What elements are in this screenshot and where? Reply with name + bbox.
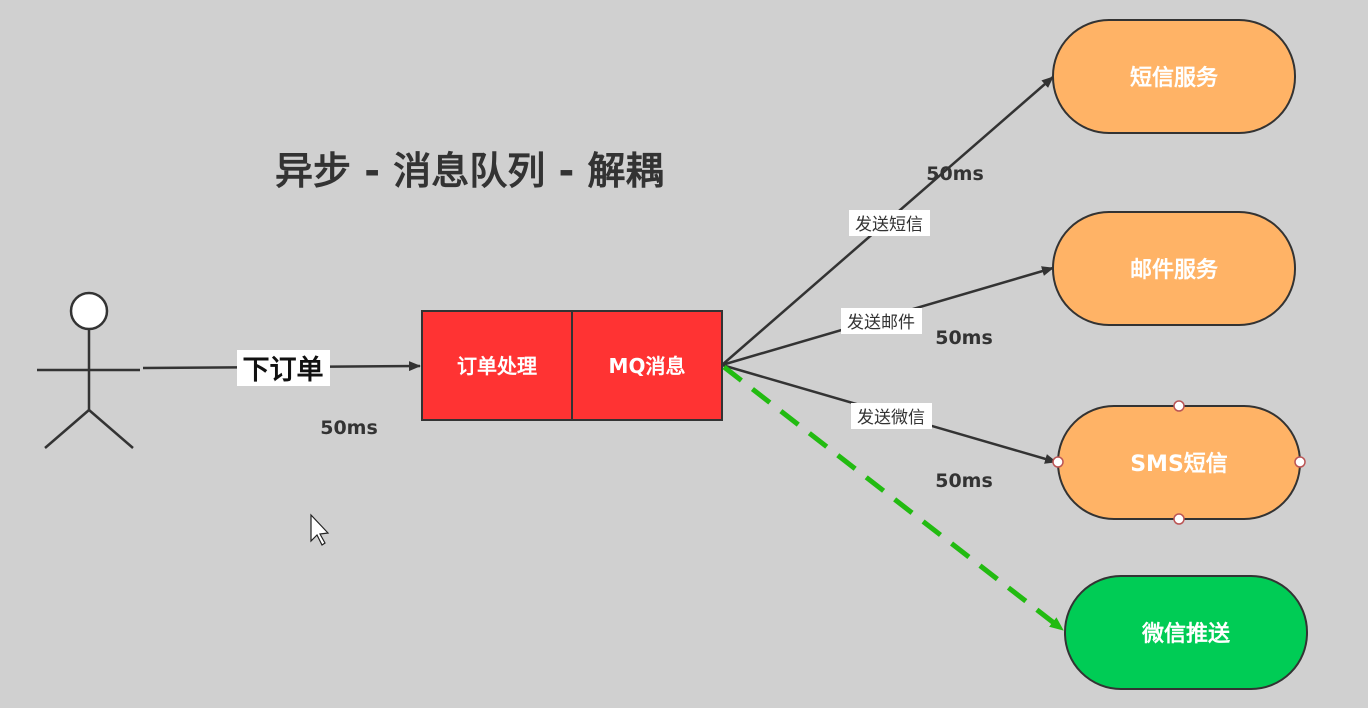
diagram-title: 异步 - 消息队列 - 解耦 [275, 149, 663, 193]
sms-edge-label: 发送短信 [855, 215, 923, 235]
wechat-edge-label: 发送微信 [857, 408, 925, 428]
wechat-edge-time: 50ms [935, 470, 993, 492]
mouse-cursor-icon [310, 513, 330, 546]
email-edge-time: 50ms [935, 327, 993, 349]
order-processing-label: 订单处理 [457, 354, 537, 378]
email-service-label: 邮件服务 [1130, 258, 1219, 283]
sms-service-node[interactable] [1052, 19, 1296, 134]
actor-icon[interactable] [37, 291, 140, 449]
mq-message-label: MQ消息 [609, 354, 686, 378]
wechat-push-node[interactable] [1064, 575, 1308, 690]
sms-node-label: SMS短信 [1130, 451, 1228, 477]
order-edge-label-bg [237, 350, 330, 386]
queue-box[interactable] [421, 310, 723, 421]
selection-handles[interactable] [1052, 400, 1306, 525]
sms-edge-time: 50ms [926, 163, 984, 185]
email-service-node[interactable] [1052, 211, 1296, 326]
wechat-push-label: 微信推送 [1141, 621, 1230, 647]
sms-service-label: 短信服务 [1130, 65, 1219, 91]
order-edge-label: 下订单 [243, 355, 324, 386]
email-edge-label: 发送邮件 [847, 313, 915, 333]
order-time: 50ms [320, 417, 378, 439]
